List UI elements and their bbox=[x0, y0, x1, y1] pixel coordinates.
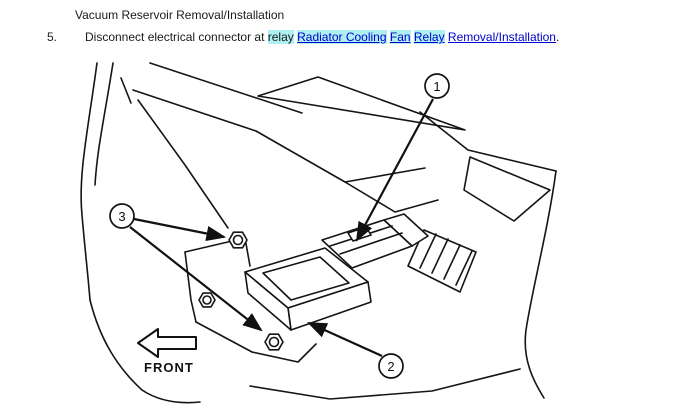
crease-line bbox=[137, 99, 229, 229]
relay-top-recess bbox=[262, 256, 350, 301]
front-arrow-icon bbox=[137, 328, 197, 358]
loom-rib-4 bbox=[455, 250, 473, 286]
mounting-bracket bbox=[184, 231, 317, 363]
cowl-sweep-line-2 bbox=[132, 89, 257, 132]
step-instruction: Disconnect electrical connector at relay… bbox=[85, 30, 695, 44]
front-label: FRONT bbox=[144, 360, 194, 375]
bolt-lower bbox=[264, 333, 284, 351]
callout-1-arrow bbox=[355, 98, 434, 242]
left-stub-line bbox=[120, 77, 132, 104]
bolt-upper-head bbox=[232, 234, 244, 246]
cowl-triangle-panel bbox=[257, 76, 466, 131]
callout-3-number: 3 bbox=[118, 209, 125, 224]
link-radiator-cooling[interactable]: Radiator Cooling bbox=[297, 30, 387, 44]
left-fender-inner-line bbox=[94, 62, 114, 186]
callout-2-circle bbox=[378, 353, 404, 379]
step-text-segment: Disconnect electrical connector at bbox=[85, 30, 268, 44]
callout-3-arrow-lower bbox=[129, 226, 263, 332]
callout-3-circle bbox=[109, 203, 135, 229]
bolt-upper bbox=[228, 231, 248, 249]
bolt-side bbox=[198, 292, 216, 308]
search-highlight-relay: relay bbox=[267, 30, 294, 44]
callout-1-number: 1 bbox=[433, 79, 440, 94]
relay-module bbox=[244, 247, 372, 331]
right-fender-panel bbox=[463, 156, 551, 222]
link-fan[interactable]: Fan bbox=[389, 30, 411, 44]
loom-rib-1 bbox=[419, 233, 437, 269]
link-removal-installation[interactable]: Removal/Installation bbox=[447, 30, 556, 44]
callout-2-number: 2 bbox=[387, 359, 394, 374]
connector-rib-line-2 bbox=[339, 232, 403, 255]
panel-above-connector-line bbox=[344, 181, 439, 213]
callout-1-circle bbox=[424, 73, 450, 99]
callout-1: 1 bbox=[355, 73, 450, 242]
right-body-line bbox=[524, 170, 557, 399]
callout-3: 3 bbox=[109, 203, 263, 332]
bracket-left-edge bbox=[184, 251, 197, 323]
panel-edge-line bbox=[255, 130, 426, 183]
wire-loom bbox=[407, 229, 477, 293]
loom-rib-2 bbox=[431, 238, 449, 274]
step-number: 5. bbox=[47, 30, 58, 44]
link-relay[interactable]: Relay bbox=[413, 30, 445, 44]
relay-left-face bbox=[244, 271, 292, 331]
upper-right-edge-line bbox=[419, 111, 557, 172]
bracket-lower-flange bbox=[251, 343, 317, 363]
cowl-sweep-line-1 bbox=[149, 62, 303, 114]
bolt-side-head bbox=[202, 295, 212, 305]
left-fender-outer-line bbox=[80, 62, 98, 301]
step-text-segment: . bbox=[555, 30, 560, 44]
bottom-floor-line bbox=[249, 368, 521, 400]
callout-2-arrow bbox=[306, 321, 383, 358]
wheel-well-line bbox=[89, 299, 201, 404]
bolt-lower-head bbox=[268, 336, 280, 348]
callout-3-arrow-upper bbox=[133, 217, 227, 242]
callout-2: 2 bbox=[306, 321, 404, 379]
loom-rib-3 bbox=[443, 244, 461, 280]
procedure-title: Vacuum Reservoir Removal/Installation bbox=[75, 8, 285, 22]
bracket-bottom-edge bbox=[195, 321, 253, 353]
engine-bay-line-art bbox=[80, 62, 557, 404]
front-indicator: FRONT bbox=[137, 328, 197, 375]
